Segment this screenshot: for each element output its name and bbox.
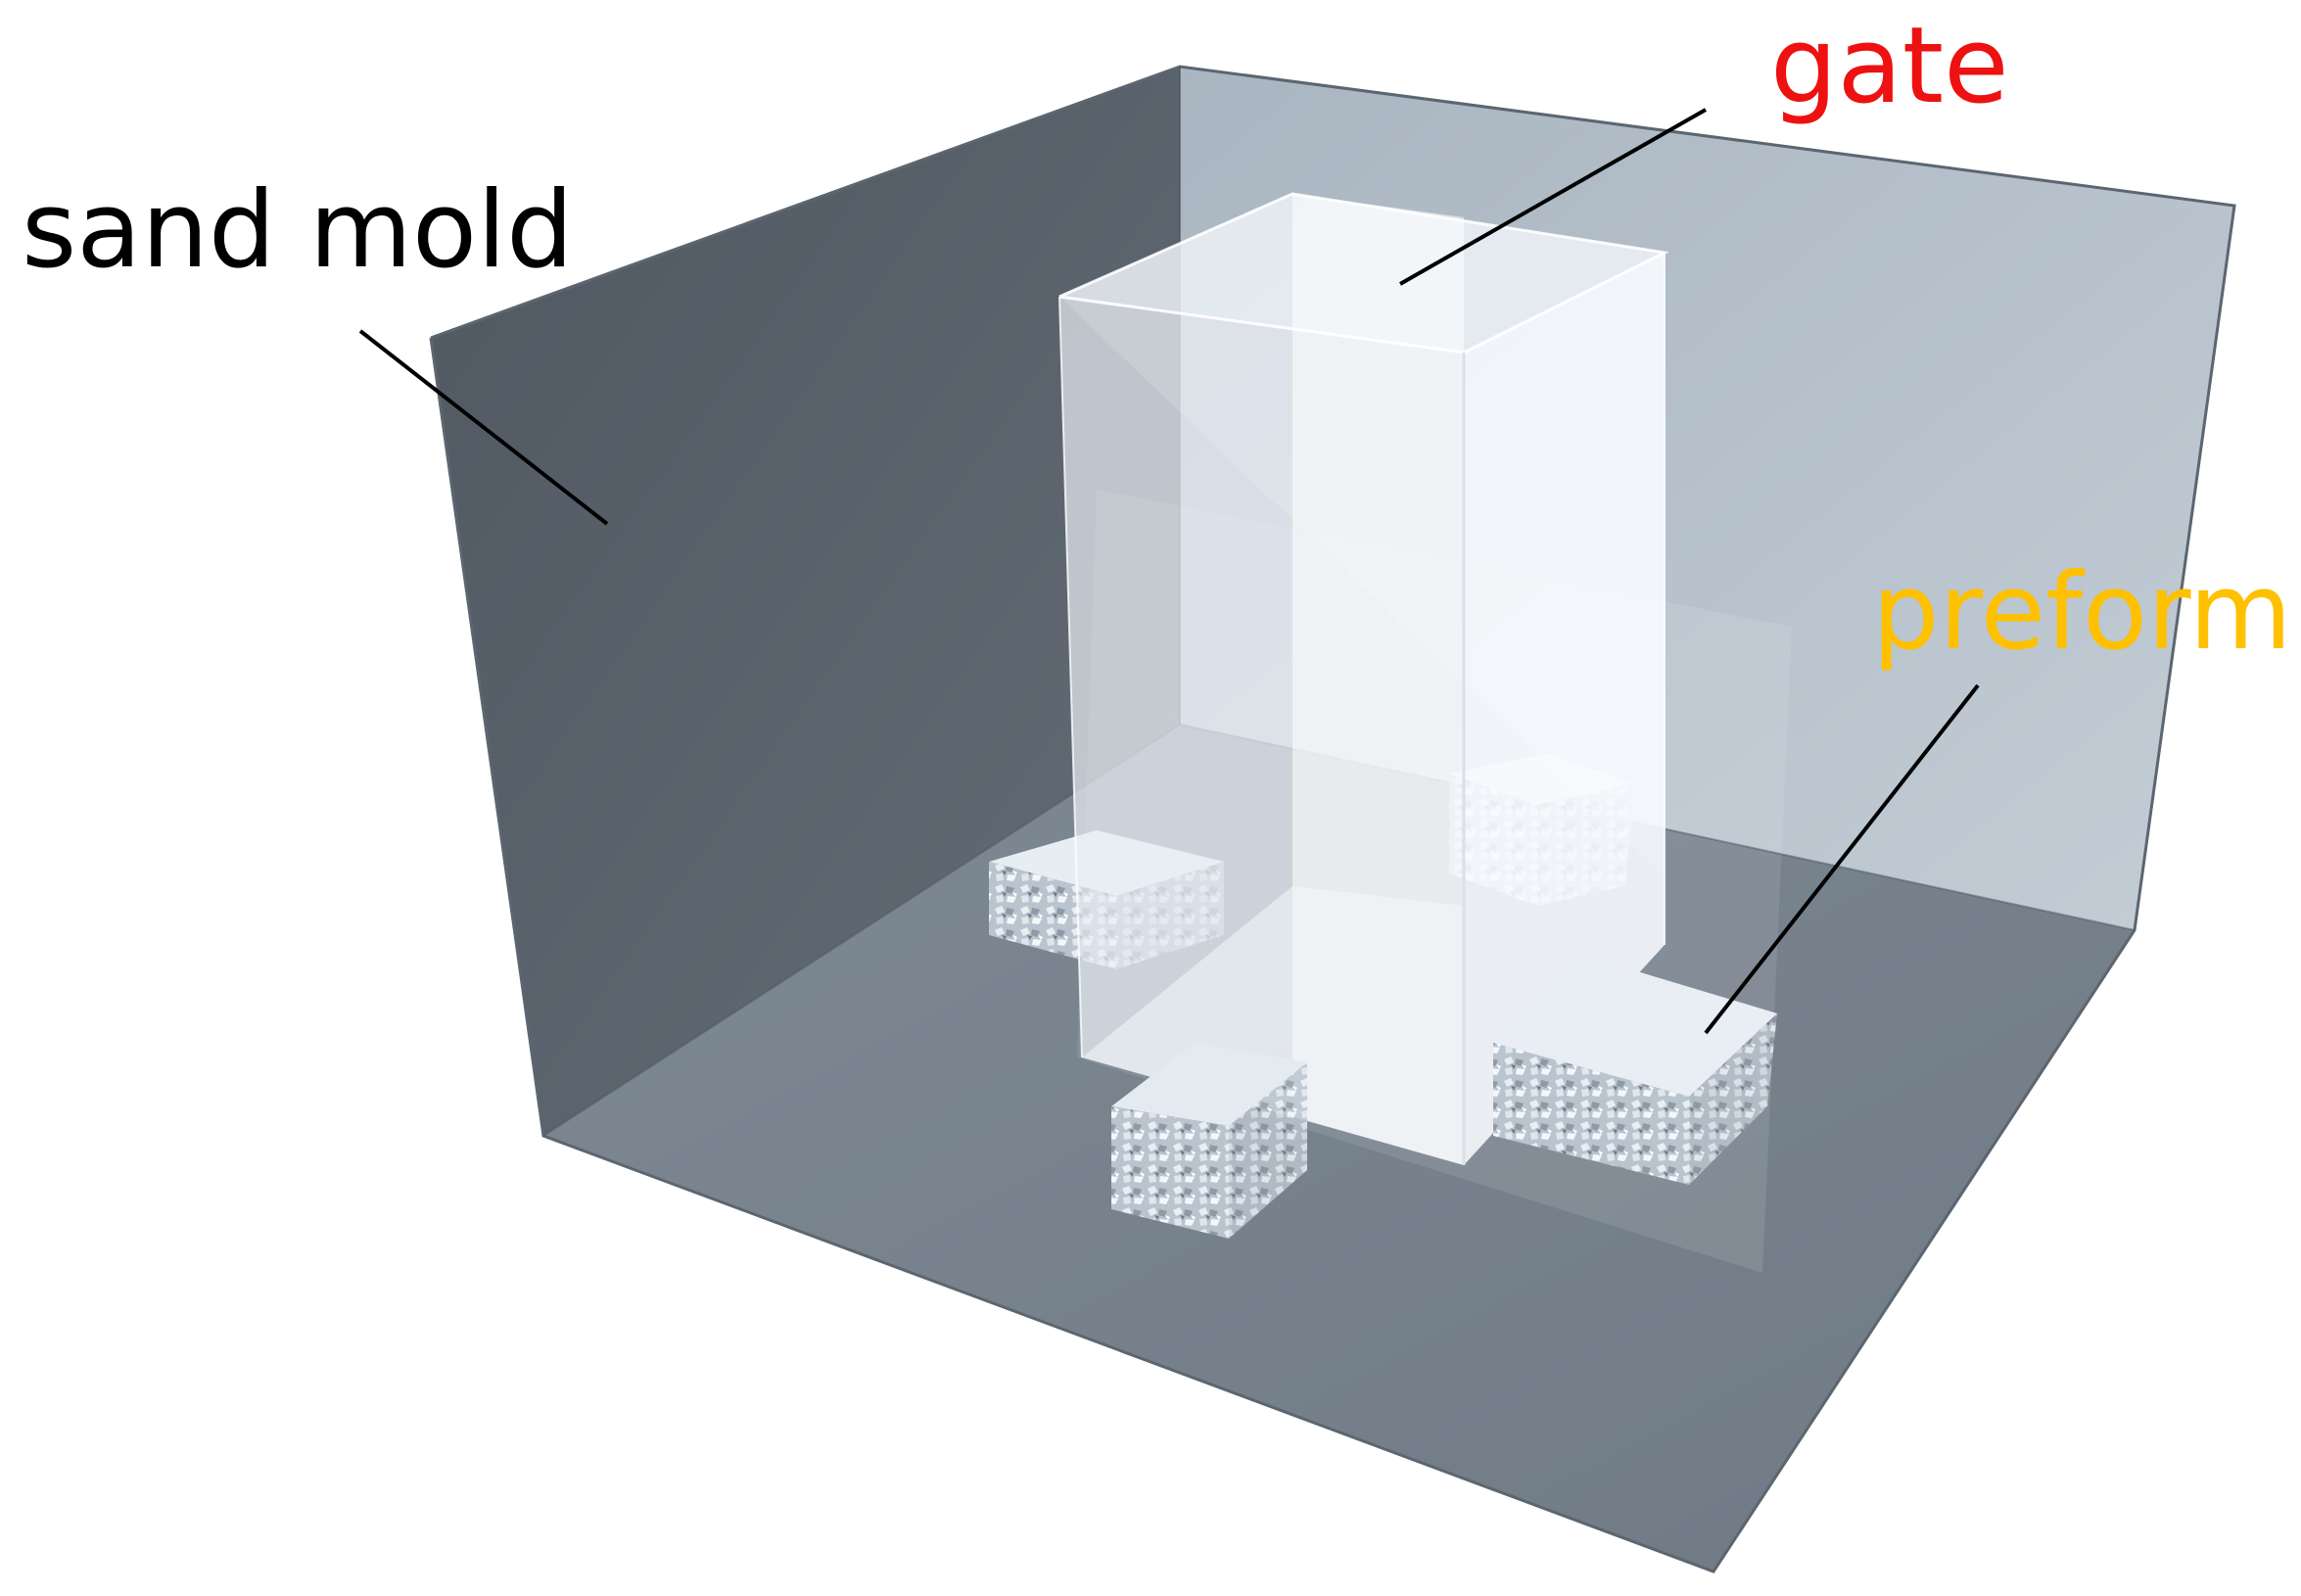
sand-mold-floor	[543, 725, 2135, 1572]
sand-mold-left-wall	[431, 67, 1180, 1136]
preform-front-left	[1111, 1043, 1307, 1239]
gate-block	[1058, 192, 1669, 1165]
preform-front-right	[1493, 955, 1777, 1185]
gate-label: gate	[1770, 5, 2009, 127]
preform-leader-line	[1704, 683, 1980, 1035]
sand-mold-leader-line	[358, 329, 609, 526]
sand-mold-label: sand mold	[22, 169, 574, 292]
gate-right-face	[1464, 253, 1665, 1165]
preform-label: preform	[1872, 551, 2292, 674]
gate-leader-line	[1399, 108, 1707, 286]
leader-lines	[358, 108, 1980, 1035]
